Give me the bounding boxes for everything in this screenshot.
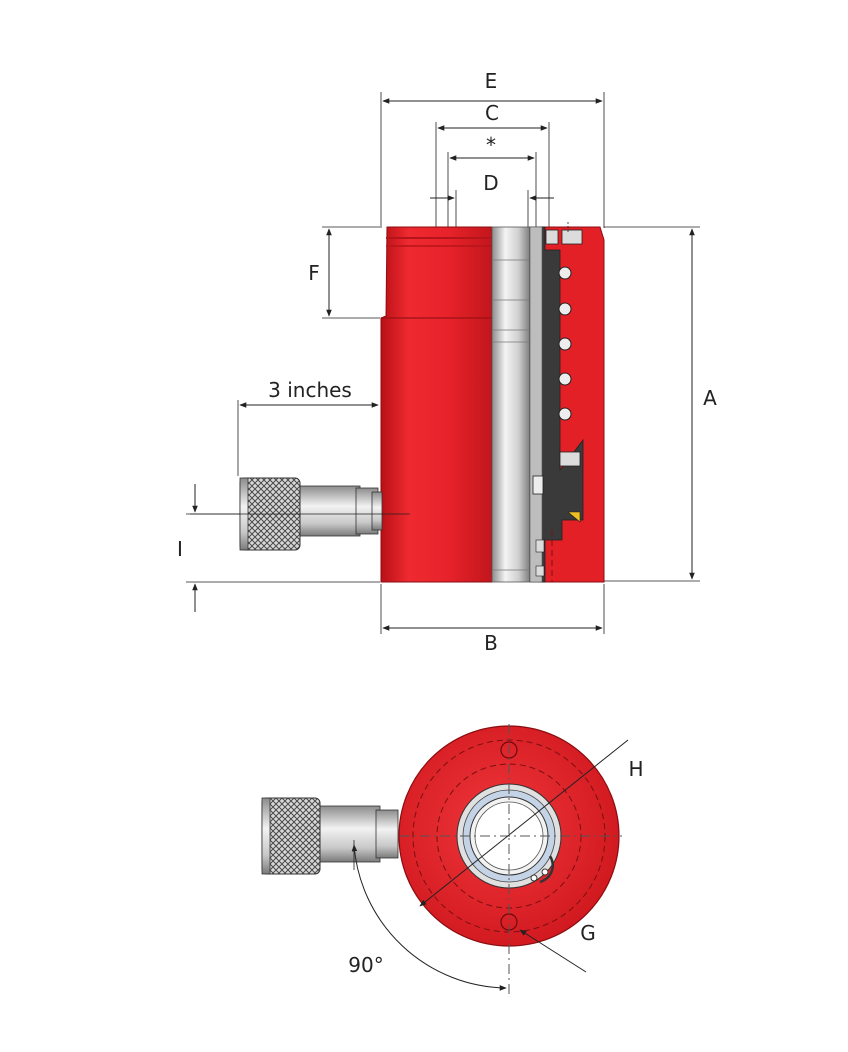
dimension-e: E: [380, 69, 605, 228]
dimension-c: C: [435, 101, 550, 228]
label-hose-length: 3 inches: [268, 378, 352, 402]
label-angle: 90°: [348, 953, 383, 977]
dimension-b: B: [380, 584, 605, 655]
label-g: G: [580, 921, 596, 945]
label-d: D: [483, 171, 498, 195]
label-e: E: [485, 69, 498, 93]
label-f: F: [308, 261, 320, 285]
cylinder-body: [380, 222, 605, 583]
dimension-star: *: [447, 133, 537, 228]
label-b: B: [484, 631, 498, 655]
dimension-d: D: [430, 171, 554, 228]
spring-coils: [558, 266, 572, 421]
dimension-a: A: [604, 226, 717, 582]
label-star: *: [486, 133, 496, 157]
coupler-side: [190, 477, 410, 551]
top-view: H G 90°: [261, 724, 644, 994]
coupler-top: [261, 797, 399, 875]
label-c: C: [485, 101, 499, 125]
label-i: I: [177, 537, 183, 561]
dimension-f: F: [308, 226, 380, 319]
label-h: H: [628, 757, 643, 781]
dimension-hose-length: 3 inches: [237, 378, 379, 476]
label-a: A: [703, 386, 717, 410]
side-view: E C * D A: [177, 69, 717, 655]
